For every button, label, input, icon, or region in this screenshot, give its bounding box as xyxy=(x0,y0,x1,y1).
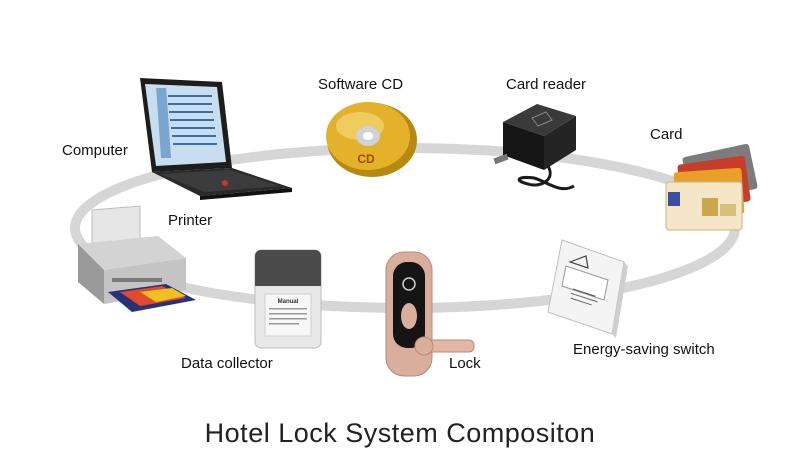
label-card-reader: Card reader xyxy=(506,76,587,93)
label-computer: Computer xyxy=(62,142,128,159)
label-energy-switch: Energy-saving switch xyxy=(573,341,715,358)
cd-label: CD xyxy=(357,152,375,166)
energy-switch-image xyxy=(547,239,628,338)
lock-image xyxy=(385,251,475,377)
label-software-cd: Software CD xyxy=(318,76,404,93)
label-data-collector: Data collector xyxy=(181,355,273,372)
label-card: Card xyxy=(650,126,683,143)
computer-image xyxy=(140,78,292,200)
card-stack-image xyxy=(665,143,758,231)
card-reader-image xyxy=(493,104,576,191)
software-cd-image: CD xyxy=(326,102,417,177)
data-collector-image: Manual xyxy=(254,249,322,349)
label-printer: Printer xyxy=(168,212,213,229)
diagram-title: Hotel Lock System Compositon xyxy=(204,418,596,448)
printer-image xyxy=(78,205,196,312)
label-lock: Lock xyxy=(449,355,481,372)
manual-label: Manual xyxy=(278,299,299,305)
